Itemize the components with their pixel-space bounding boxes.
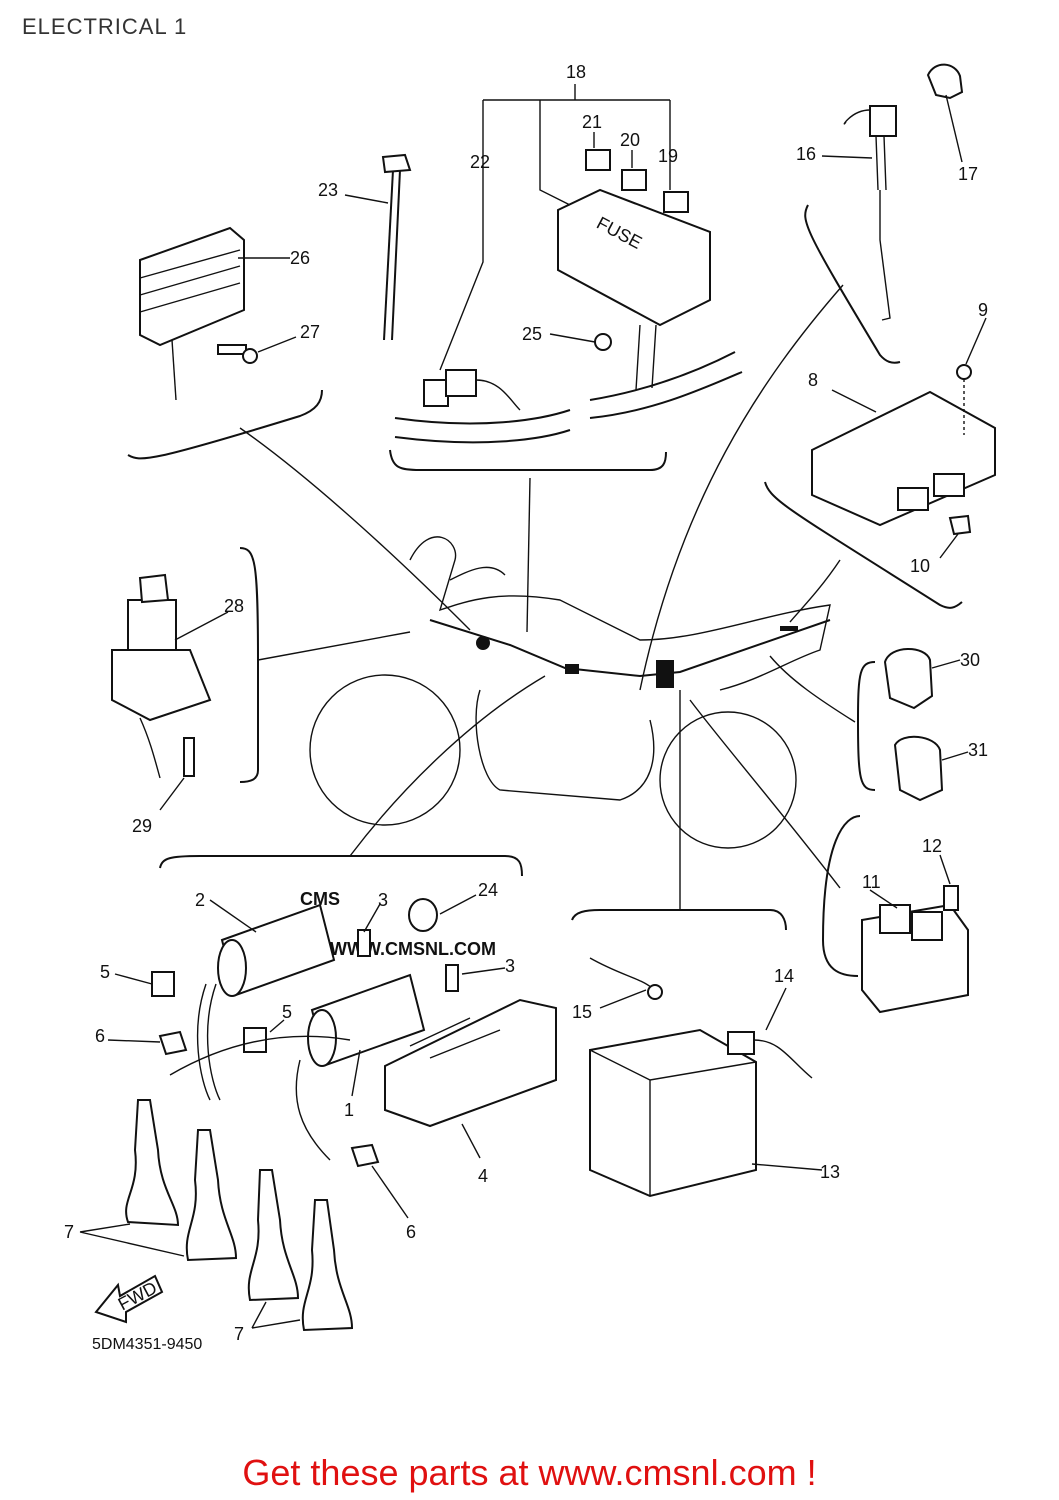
fwd-label: FWD xyxy=(115,1278,161,1315)
callout-13: 13 xyxy=(820,1162,840,1182)
rectifier-regulator xyxy=(139,226,258,401)
fuse-21 xyxy=(585,149,611,171)
callout-22: 22 xyxy=(470,152,490,172)
harness-clamps xyxy=(883,648,944,802)
cable-tie xyxy=(381,153,412,341)
callout-29: 29 xyxy=(132,816,152,836)
callout-23: 23 xyxy=(318,180,338,200)
callout-25: 25 xyxy=(522,324,542,344)
coil-cover xyxy=(384,998,557,1128)
callout-19: 19 xyxy=(658,146,678,166)
main-switch xyxy=(111,573,212,779)
motorcycle-outline xyxy=(309,536,831,849)
callout-leaders xyxy=(79,84,987,1329)
diagram-code: 5DM4351-9450 xyxy=(92,1336,203,1353)
forward-direction-arrow: FWD xyxy=(94,1274,164,1324)
callout-3b: 3 xyxy=(505,956,515,976)
callout-26: 26 xyxy=(290,248,310,268)
callout-21: 21 xyxy=(582,112,602,132)
watermark-text: CMS xyxy=(300,889,340,909)
leader-lines xyxy=(239,284,856,910)
fuse-19 xyxy=(663,191,689,213)
battery xyxy=(589,957,813,1198)
callout-5b: 5 xyxy=(282,1002,292,1022)
callout-7: 7 xyxy=(64,1222,74,1242)
starter-relay xyxy=(861,885,969,1014)
watermark: CMS WWW.CMSNL.COM xyxy=(300,889,496,959)
callout-18: 18 xyxy=(566,62,586,82)
callout-17: 17 xyxy=(958,164,978,184)
page-title: ELECTRICAL 1 xyxy=(22,14,188,39)
callout-6: 6 xyxy=(95,1026,105,1046)
callout-11: 11 xyxy=(862,872,881,892)
fuse-box: FUSE xyxy=(394,149,743,444)
ignitor-unit xyxy=(811,364,996,536)
callout-31: 31 xyxy=(968,740,988,760)
callout-7b: 7 xyxy=(234,1324,244,1344)
callout-6b: 6 xyxy=(406,1222,416,1242)
callout-10: 10 xyxy=(910,556,930,576)
watermark-url: WWW.CMSNL.COM xyxy=(330,939,496,959)
callout-2: 2 xyxy=(195,890,205,910)
clamp-and-bolts xyxy=(357,898,459,992)
callout-8: 8 xyxy=(808,370,818,390)
callout-9: 9 xyxy=(978,300,988,320)
callout-27: 27 xyxy=(300,322,320,342)
callout-30: 30 xyxy=(960,650,980,670)
ignition-coils xyxy=(125,903,426,1332)
fuse-20 xyxy=(621,169,647,191)
callout-28: 28 xyxy=(224,596,244,616)
callout-15: 15 xyxy=(572,1002,592,1022)
callout-16: 16 xyxy=(796,144,816,164)
callout-24: 24 xyxy=(478,880,498,900)
callout-numbers: 1 2 3 3 4 5 5 6 6 7 7 8 9 10 11 12 13 14… xyxy=(64,62,988,1344)
sensor-lead xyxy=(843,63,964,321)
callout-5: 5 xyxy=(100,962,110,982)
section-brackets xyxy=(127,204,963,977)
callout-14: 14 xyxy=(774,966,794,986)
callout-3: 3 xyxy=(378,890,388,910)
callout-1: 1 xyxy=(344,1100,354,1120)
callout-4: 4 xyxy=(478,1166,488,1186)
callout-20: 20 xyxy=(620,130,640,150)
cta-link[interactable]: Get these parts at www.cmsnl.com ! xyxy=(242,1452,817,1493)
callout-12: 12 xyxy=(922,836,942,856)
coupler xyxy=(423,369,521,411)
